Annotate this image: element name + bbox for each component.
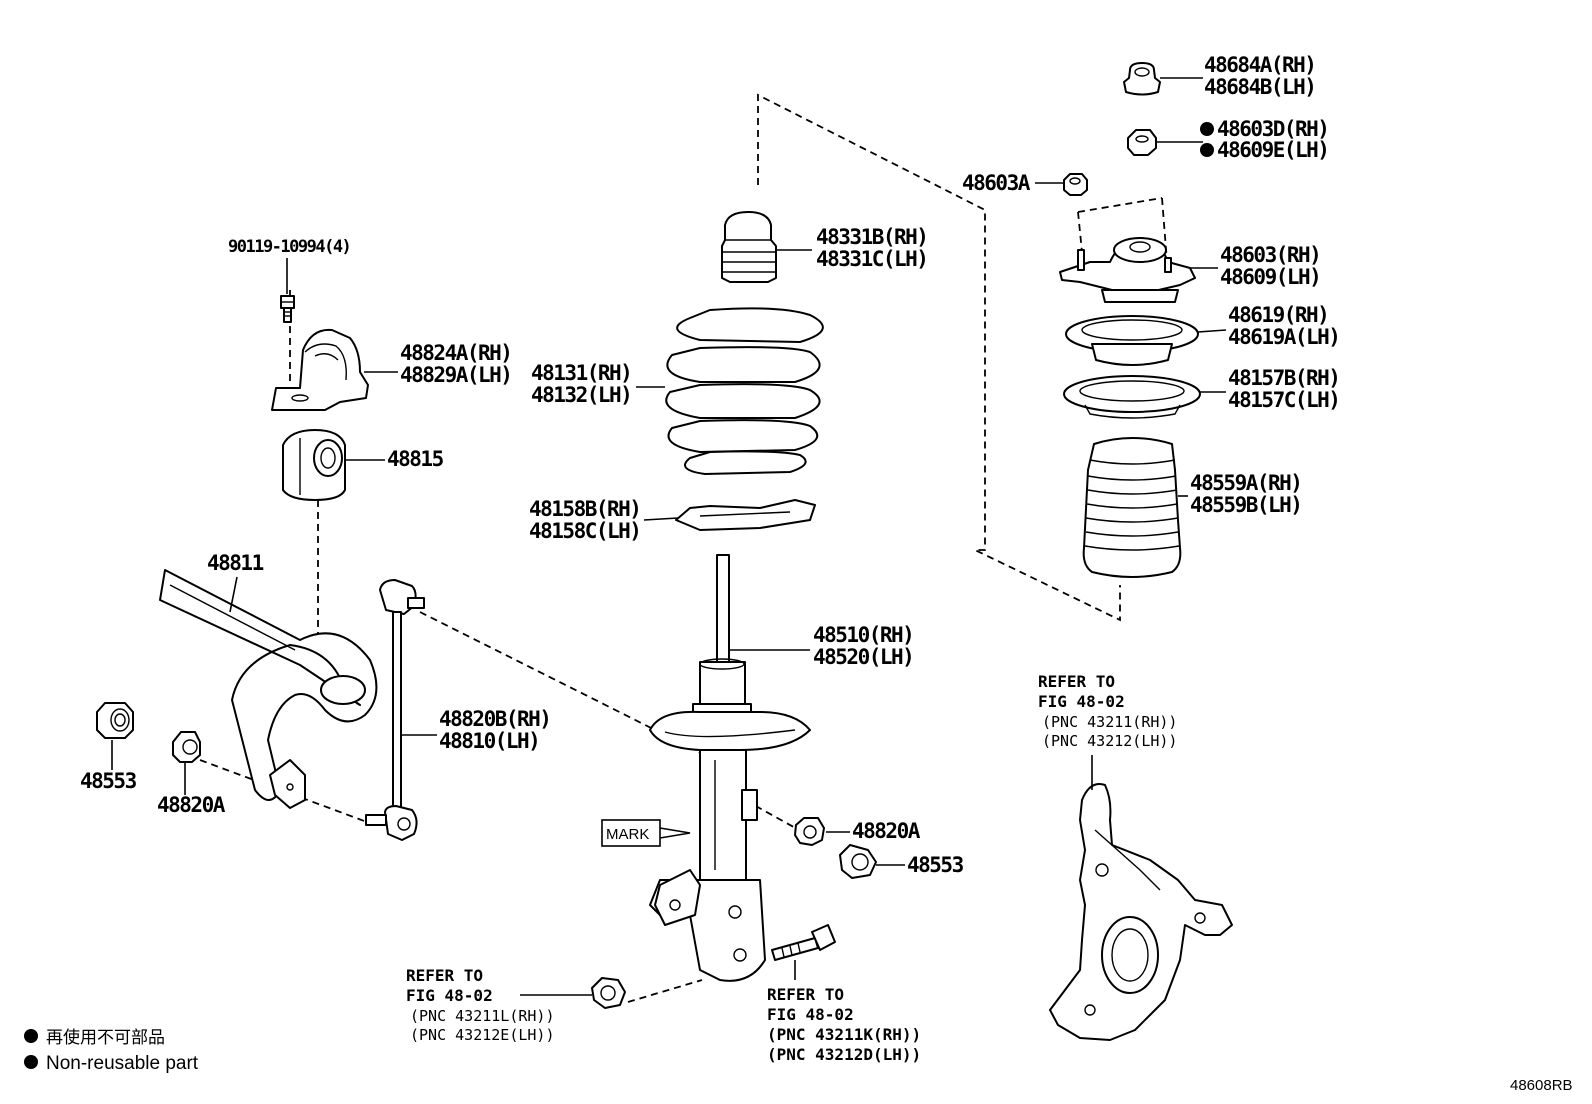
label-boot-rh: 48559A(RH) [1190,471,1301,495]
ref-knuckle-line2: FIG 48-02 [1038,692,1125,711]
nut-48553-left[interactable] [96,702,134,739]
dust-boot[interactable] [1082,437,1182,578]
assembly-dashed-lines [199,93,1168,1003]
ref-nut-line2: FIG 48-02 [406,986,493,1005]
non-reusable-marker [1200,122,1214,136]
stabilizer-bushing[interactable] [282,429,346,501]
label-bumper-lh: 48331C(LH) [816,247,927,271]
legend-english: Non-reusable part [46,1053,199,1074]
bump-stopper[interactable] [721,211,777,283]
upper-bearing[interactable] [1065,315,1199,366]
label-nut-48820a-left: 48820A [157,793,226,817]
stabilizer-bracket[interactable] [271,328,369,411]
label-link-lh: 48810(LH) [439,729,539,753]
ref-nut-line4: (PNC 43212E(LH)) [410,1026,555,1044]
label-bracket-rh: 48824A(RH) [400,341,511,365]
ref-knuckle-line4: (PNC 43212(LH)) [1042,732,1177,750]
label-upper-insulator-rh: 48157B(RH) [1228,366,1339,390]
label-upper-insulator-lh: 48157C(LH) [1228,388,1339,412]
ref-bottom-bolt[interactable]: REFER TO FIG 48-02 (PNC 43211K(RH)) (PNC… [767,985,921,1064]
label-bearing-rh: 48619(RH) [1228,303,1328,327]
label-link-rh: 48820B(RH) [439,707,550,731]
ref-bolt-line2: FIG 48-02 [767,1005,854,1024]
label-bolt-90119: 90119-10994(4) [228,237,350,257]
mark-callout [601,819,691,847]
coil-spring[interactable] [665,307,824,475]
label-bushing: 48815 [387,447,444,471]
upper-spring-insulator[interactable] [1063,375,1201,419]
legend-bullet-icon [24,1029,38,1043]
cap-48684[interactable] [1123,62,1161,96]
label-boot-lh: 48559B(LH) [1190,493,1301,517]
strut-mount[interactable] [1059,237,1196,303]
bottom-flange-nut[interactable] [591,977,626,1009]
nut-48553-right[interactable] [839,844,877,879]
nut-48603d[interactable] [1127,129,1157,156]
ref-bottom-nut[interactable]: REFER TO FIG 48-02 (PNC 43211L(RH)) (PNC… [406,966,555,1044]
label-lower-insulator-rh: 48158B(RH) [529,497,640,521]
ref-knuckle[interactable]: REFER TO FIG 48-02 (PNC 43211(RH)) (PNC … [1038,672,1177,750]
part-labels: 90119-10994(4) 48824A(RH) 48829A(LH) 488… [80,53,1341,877]
label-nut-48820a-right: 48820A [852,819,921,843]
leader-lines [111,77,1227,996]
shock-absorber[interactable] [649,554,811,982]
non-reusable-marker [1200,143,1214,157]
label-support-rh: 48603(RH) [1220,243,1320,267]
legend-bullet-icon [24,1055,38,1069]
steering-knuckle[interactable] [1049,783,1233,1041]
label-support-lh: 48609(LH) [1220,265,1320,289]
label-absorber-lh: 48520(LH) [813,645,913,669]
label-nut-48603a: 48603A [962,171,1031,195]
bolt-90119[interactable] [280,295,295,323]
label-spring-lh: 48132(LH) [531,383,631,407]
label-mark: MARK [606,826,649,843]
label-nut-48553-right: 48553 [907,853,964,877]
ref-knuckle-line1: REFER TO [1038,672,1115,691]
label-bracket-lh: 48829A(LH) [400,363,511,387]
stabilizer-link[interactable] [365,579,425,841]
figure-code: 48608RB [1510,1077,1573,1094]
label-cap-rh: 48684A(RH) [1204,53,1315,77]
label-spring-rh: 48131(RH) [531,361,631,385]
ref-bolt-line1: REFER TO [767,985,844,1004]
legend-japanese: 再使用不可部品 [46,1027,165,1048]
label-nut-top-rh: 48603D(RH) [1217,117,1328,141]
label-bumper-rh: 48331B(RH) [816,225,927,249]
nut-48603a[interactable] [1063,173,1088,196]
nut-48820a-left[interactable] [172,731,201,763]
label-nut-48553-left: 48553 [80,769,137,793]
label-bearing-lh: 48619A(LH) [1228,325,1339,349]
nut-48820a-right[interactable] [794,817,825,846]
ref-nut-line3: (PNC 43211L(RH)) [410,1007,555,1025]
stabilizer-bar[interactable] [159,569,378,809]
label-lower-insulator-lh: 48158C(LH) [529,519,640,543]
label-absorber-rh: 48510(RH) [813,623,913,647]
ref-nut-line1: REFER TO [406,966,483,985]
label-nut-top-lh: 48609E(LH) [1217,138,1328,162]
lower-spring-insulator[interactable] [675,499,816,531]
label-cap-lh: 48684B(LH) [1204,75,1315,99]
ref-bolt-line4: (PNC 43212D(LH)) [767,1045,921,1064]
legend: 再使用不可部品 Non-reusable part [24,1027,199,1074]
bottom-bolt[interactable] [771,924,836,961]
ref-knuckle-line3: (PNC 43211(RH)) [1042,713,1177,731]
ref-bolt-line3: (PNC 43211K(RH)) [767,1025,921,1044]
label-stabilizer-bar: 48811 [207,551,264,575]
